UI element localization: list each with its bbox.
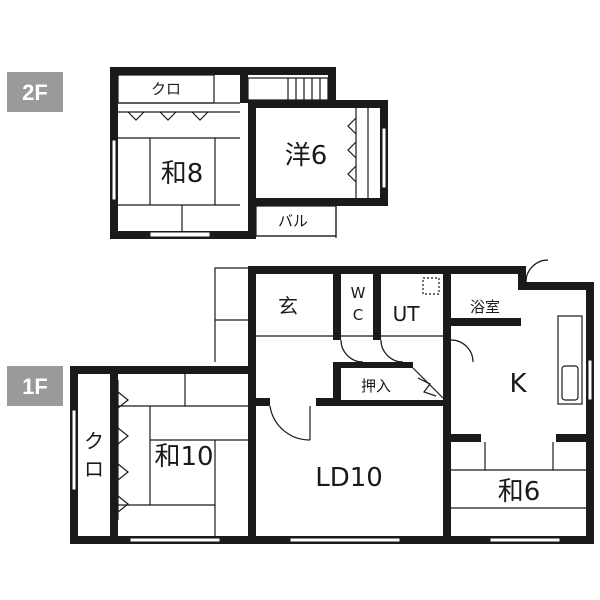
room-2f-closet: クロ <box>151 80 181 98</box>
badge-2f: 2F <box>7 72 63 112</box>
room-1f-washitsu10: 和10 <box>154 442 213 472</box>
room-1f-bath: 浴室 <box>470 298 500 316</box>
badge-1f: 1F <box>7 366 63 406</box>
room-2f-balcony: バル <box>278 212 308 230</box>
room-1f-storage: 押入 <box>361 377 391 395</box>
room-1f-kitchen: K <box>509 369 527 399</box>
room-1f-ld10: LD10 <box>315 463 383 493</box>
badge-2f-label: 2F <box>22 80 48 105</box>
floor-1f: 玄 W C UT 浴室 K 押入 ク ロ 和10 LD10 和6 <box>70 259 594 544</box>
room-2f-youshitsu6: 洋6 <box>285 141 328 171</box>
room-1f-washitsu6: 和6 <box>498 477 541 507</box>
room-1f-wc-1: W <box>351 284 366 302</box>
room-2f-washitsu8: 和8 <box>161 159 204 189</box>
room-1f-wc-2: C <box>353 306 363 324</box>
room-1f-entrance: 玄 <box>278 294 298 318</box>
badge-1f-label: 1F <box>22 374 48 399</box>
room-1f-closet-2: ロ <box>84 457 104 481</box>
room-1f-closet-1: ク <box>84 429 104 453</box>
floor-2f: クロ 和8 洋6 バル <box>110 67 388 239</box>
room-1f-utility: UT <box>393 302 421 326</box>
